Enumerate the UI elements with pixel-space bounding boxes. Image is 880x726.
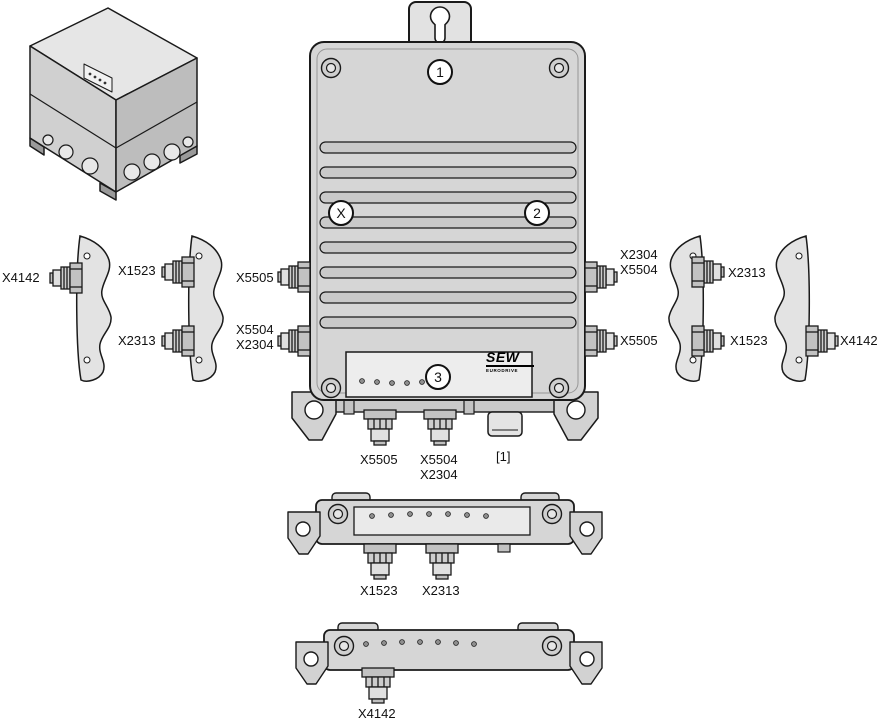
- label-left-inner-top-connector: X1523: [118, 263, 156, 278]
- label-right-outer-connector: X4142: [840, 333, 878, 348]
- label-body-left-bottom-line2: X2304: [236, 337, 274, 352]
- label-view2-left-connector: X1523: [360, 583, 398, 598]
- label-view3-connector: X4142: [358, 706, 396, 721]
- label-left-outer-connector: X4142: [2, 270, 40, 285]
- label-body-right-top-line2: X5504: [620, 262, 658, 277]
- main-unit-drawing: [277, 1, 618, 446]
- label-right-inner-top-connector: X2313: [728, 265, 766, 280]
- label-bottom-mid-line1: X5504: [420, 452, 458, 467]
- isometric-device: [29, 7, 198, 201]
- label-body-left-top-connector: X5505: [236, 270, 274, 285]
- label-view2-right-connector: X2313: [422, 583, 460, 598]
- bottom-view-3: [295, 622, 603, 704]
- label-bottom-cap-reference: [1]: [496, 449, 511, 464]
- callout-1: 1: [427, 59, 453, 85]
- closing-cap: [487, 411, 523, 437]
- sew-logo-brand: SEW: [486, 350, 534, 367]
- label-body-right-bottom-connector: X5505: [620, 333, 658, 348]
- callout-2: 2: [524, 200, 550, 226]
- label-bottom-left-connector: X5505: [360, 452, 398, 467]
- bottom-view-2: [287, 492, 603, 580]
- label-left-inner-bottom-connector: X2313: [118, 333, 156, 348]
- callout-x: X: [328, 200, 354, 226]
- label-right-inner-bottom-connector: X1523: [730, 333, 768, 348]
- callout-3: 3: [425, 364, 451, 390]
- label-body-left-bottom-line1: X5504: [236, 322, 274, 337]
- label-bottom-mid-line2: X2304: [420, 467, 458, 482]
- sew-logo: SEW EURODRIVE: [486, 350, 534, 373]
- sew-logo-subbrand: EURODRIVE: [486, 368, 519, 373]
- label-body-right-top-line1: X2304: [620, 247, 658, 262]
